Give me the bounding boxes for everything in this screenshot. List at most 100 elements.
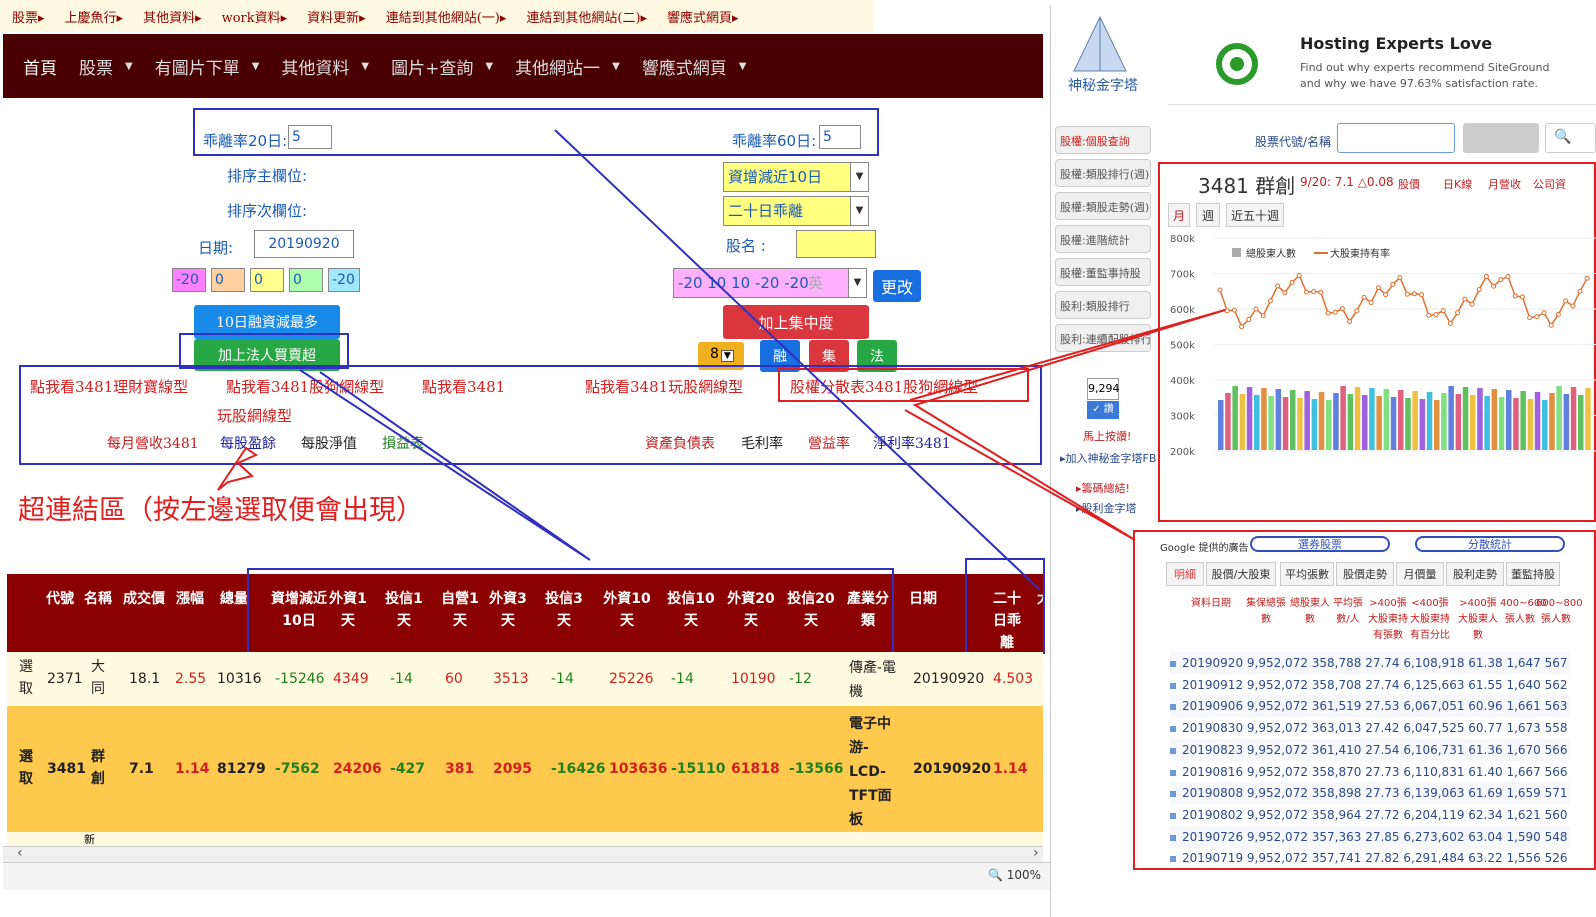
detail-tab[interactable]: 月價量	[1396, 562, 1444, 586]
column-header[interactable]: 資增減近10日	[271, 591, 327, 629]
detail-row[interactable]: 20190726 9,952,072 357,363 27.85 6,273,6…	[1170, 825, 1570, 848]
period-tab[interactable]: 月	[1168, 203, 1190, 227]
scroll-right-icon[interactable]: ›	[1033, 845, 1039, 861]
bias20-input[interactable]: 5	[288, 125, 332, 149]
detail-column-header[interactable]: >400張大股東人數	[1458, 598, 1498, 641]
detail-tab[interactable]: 平均張數	[1280, 562, 1334, 586]
top-nav-item[interactable]: 上慶魚行▸	[64, 10, 124, 26]
detail-tab[interactable]: 董監持股	[1506, 562, 1560, 586]
sidebar-item[interactable]: 股利:類股排行	[1055, 291, 1151, 319]
link-monthly-revenue[interactable]: 每月營收3481	[107, 436, 199, 452]
link-eps[interactable]: 每股盈餘	[220, 436, 276, 452]
sidebar-item[interactable]: 股權:進階統計	[1055, 225, 1151, 253]
sort-main-select[interactable]: 資增減近10日▼	[723, 162, 869, 192]
stock-search-input[interactable]	[1337, 123, 1455, 153]
link-income[interactable]: 損益表	[382, 436, 424, 452]
detail-tab[interactable]: 股價/大股東	[1206, 562, 1276, 586]
pill-distribution[interactable]: 分散統計	[1415, 536, 1565, 552]
column-header[interactable]: 投信1天	[385, 591, 423, 629]
column-header[interactable]: 漲幅	[176, 591, 204, 607]
table-row[interactable]	[7, 652, 1043, 706]
cell-sel[interactable]: 選取	[19, 659, 33, 697]
dividend-link[interactable]: ▸股利金字塔	[1076, 502, 1137, 515]
column-header[interactable]: 投信3天	[545, 591, 583, 629]
filter-input-1[interactable]: -20	[172, 268, 206, 292]
top-nav-item[interactable]: 響應式網頁▸	[667, 10, 739, 26]
stock-link[interactable]: 公司資	[1533, 178, 1566, 191]
detail-row[interactable]: 20190808 9,952,072 358,898 27.73 6,139,0…	[1170, 782, 1570, 805]
detail-row[interactable]: 20190802 9,952,072 358,964 27.72 6,204,1…	[1170, 804, 1570, 826]
column-header[interactable]: 名稱	[84, 591, 112, 607]
stock-link[interactable]: 月營收	[1488, 178, 1521, 191]
link-bvps[interactable]: 每股淨值	[301, 436, 357, 452]
detail-row[interactable]: 20190823 9,952,072 361,410 27.54 6,106,7…	[1170, 738, 1570, 761]
top-nav-item[interactable]: 其他資料▸	[143, 10, 202, 26]
filter-input-5[interactable]: -20	[328, 268, 360, 292]
detail-column-header[interactable]: 400~600張人數	[1500, 598, 1547, 625]
column-header[interactable]: 自營1天	[441, 591, 479, 629]
stock-link[interactable]: 日K線	[1443, 178, 1473, 191]
link-operating-margin[interactable]: 營益率	[808, 436, 850, 452]
detail-tab[interactable]: 股利走勢	[1446, 562, 1504, 586]
column-header[interactable]: 產業分類	[847, 591, 889, 629]
link-wantgoo-1[interactable]: 點我看3481	[422, 378, 506, 396]
sidebar-item[interactable]: 股權:董監事持股	[1055, 258, 1151, 286]
search-submit-button[interactable]	[1463, 123, 1539, 153]
detail-row[interactable]: 20190906 9,952,072 361,519 27.53 6,067,0…	[1170, 695, 1570, 718]
concentration-button[interactable]: 加上集中度	[723, 305, 869, 339]
sidebar-item[interactable]: 股權:類股排行(週)	[1055, 159, 1151, 187]
scroll-left-icon[interactable]: ‹	[17, 845, 23, 861]
bias60-input[interactable]: 5	[819, 125, 861, 149]
update-button[interactable]: 更改	[873, 270, 921, 302]
top-nav-item[interactable]: 連結到其他網站(一)▸	[385, 10, 507, 26]
detail-row[interactable]: 20190830 9,952,072 363,013 27.42 6,047,5…	[1170, 717, 1570, 739]
detail-row[interactable]: 20190816 9,952,072 358,870 27.73 6,110,8…	[1170, 761, 1570, 783]
date-input[interactable]: 20190920	[254, 230, 354, 258]
fb-link[interactable]: ▸加入神秘金字塔FB	[1060, 452, 1157, 465]
column-header[interactable]: 二十日乖離	[993, 591, 1021, 651]
summary-link[interactable]: ▸籌碼總結!	[1076, 482, 1130, 495]
stock-name-input[interactable]	[796, 230, 876, 258]
filter-input-2[interactable]: 0	[211, 268, 245, 292]
nav-item[interactable]: 首頁	[23, 54, 57, 79]
detail-row[interactable]: 20190920 9,952,072 358,788 27.74 6,108,9…	[1170, 652, 1570, 674]
cell-sel[interactable]: 選取	[19, 749, 33, 787]
link-wantgoo-2[interactable]: 玩股網線型	[217, 407, 293, 425]
detail-column-header[interactable]: 平均張數/人	[1333, 598, 1363, 625]
detail-tab[interactable]: 股價走勢	[1336, 562, 1394, 586]
detail-tab[interactable]: 明細	[1166, 562, 1204, 586]
nav-item[interactable]: 圖片+查詢▼	[391, 54, 493, 79]
detail-column-header[interactable]: 600~800張人數	[1536, 598, 1583, 625]
period-tab[interactable]: 週	[1196, 203, 1220, 227]
column-header[interactable]: 總量	[220, 591, 248, 607]
nav-item[interactable]: 其他資料▼	[281, 54, 369, 79]
top-nav-item[interactable]: 資料更新▸	[307, 10, 366, 26]
link-cmoney[interactable]: 點我看3481理財寶線型	[30, 378, 189, 396]
top-nav-item[interactable]: work資料▸	[221, 10, 288, 26]
link-net-margin[interactable]: 淨利率3481	[873, 436, 951, 452]
link-goodinfo[interactable]: 點我看3481股狗網線型	[226, 378, 385, 396]
column-header[interactable]: 投信20天	[787, 591, 835, 629]
detail-column-header[interactable]: 集保總張數	[1246, 598, 1286, 625]
pill-choose-stock[interactable]: 選券股票	[1250, 536, 1390, 552]
nav-item[interactable]: 有圖片下單▼	[155, 54, 260, 79]
detail-column-header[interactable]: <400張大股東持有百分比	[1410, 598, 1450, 641]
top-nav-item[interactable]: 股票▸	[12, 10, 45, 26]
filter-input-4[interactable]: 0	[289, 268, 323, 292]
stock-link[interactable]: 股價	[1398, 178, 1420, 191]
column-header[interactable]: 成交價	[123, 591, 165, 607]
horizontal-scrollbar[interactable]: ‹ ›	[3, 845, 1043, 862]
top-nav-item[interactable]: 連結到其他網站(二)▸	[526, 10, 648, 26]
like-button[interactable]: ✓ 讚	[1087, 401, 1119, 419]
column-header[interactable]: 日期	[909, 591, 937, 607]
sidebar-item[interactable]: 股權:個股查詢	[1055, 126, 1151, 154]
column-header[interactable]: 外資10天	[603, 591, 651, 629]
column-header[interactable]: 代號	[46, 591, 74, 607]
filter-input-3[interactable]: 0	[250, 268, 284, 292]
detail-column-header[interactable]: 資料日期	[1191, 598, 1231, 609]
period-tab[interactable]: 近五十週	[1226, 203, 1284, 227]
nav-item[interactable]: 響應式網頁▼	[642, 54, 747, 79]
column-header[interactable]: 投信10天	[667, 591, 715, 629]
column-header[interactable]: 外資1天	[329, 591, 367, 629]
